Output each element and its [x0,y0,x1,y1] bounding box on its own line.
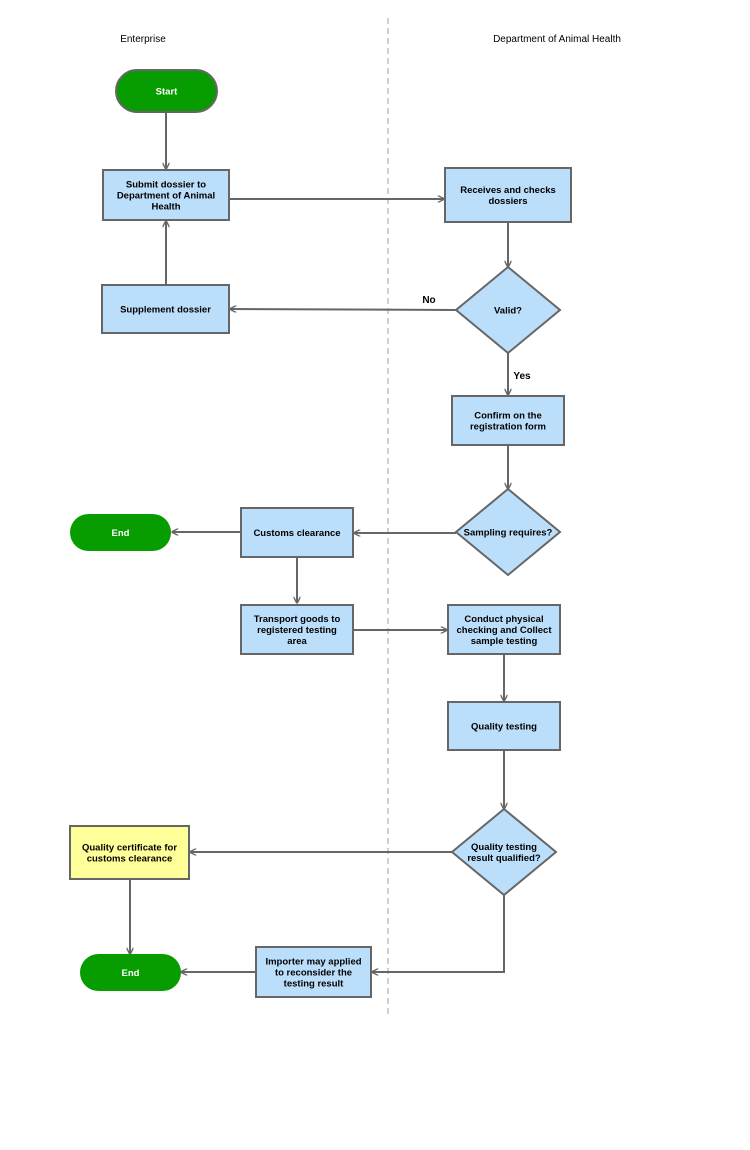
edges [130,112,508,972]
end-label-1: End [112,528,130,539]
quality-testing-label: Quality testing [471,722,537,733]
sampling-decision: Sampling requires? [454,487,562,577]
lane-title-department: Department of Animal Health [493,34,621,45]
edge-label-no: No [422,295,435,306]
edge-valid-no-to-supplement [230,309,457,310]
end-terminal-2: End [80,954,181,991]
valid-decision: Valid? [454,265,562,355]
end-label-2: End [122,968,140,979]
supplement-dossier-box: Supplement dossier [101,284,230,334]
edge-result-to-reconsider [372,895,505,972]
customs-clearance-label: Customs clearance [253,528,340,539]
start-label: Start [156,87,178,98]
customs-clearance-box: Customs clearance [240,507,354,558]
lane-title-enterprise: Enterprise [120,34,166,45]
supplement-dossier-label: Supplement dossier [120,305,211,316]
valid-label: Valid? [494,306,522,317]
start-terminal: Start [115,69,218,113]
end-terminal-1: End [70,514,171,551]
sampling-label: Sampling requires? [464,528,553,539]
edge-label-yes: Yes [513,371,531,382]
quality-testing-box: Quality testing [447,701,561,751]
